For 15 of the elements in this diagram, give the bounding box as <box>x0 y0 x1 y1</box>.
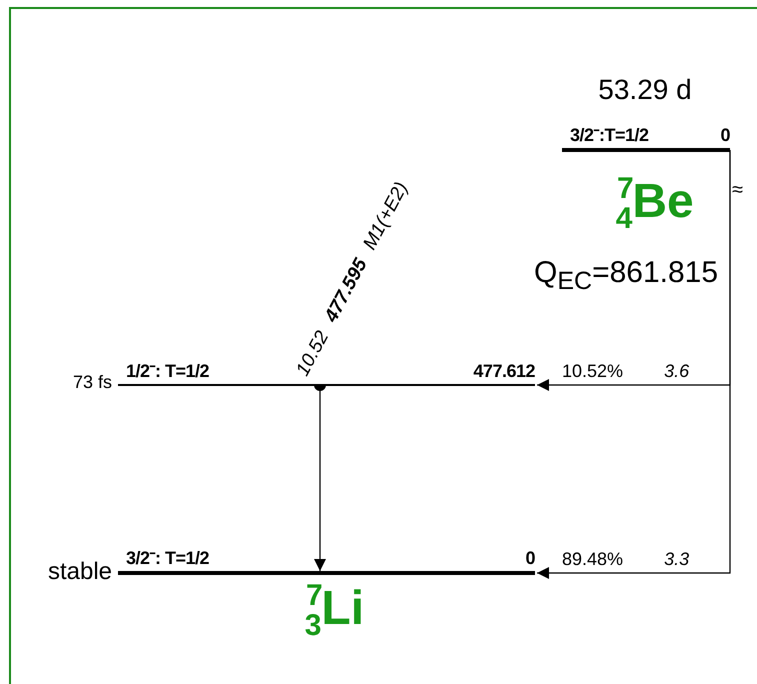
gamma-transition-arrow <box>314 385 326 571</box>
axis-break-mark: ≈ <box>732 180 743 200</box>
q-value-label: Q$_{EC}$=861.815 <box>534 258 718 294</box>
spin-parity-label: 3/2⁻: T=1/2 <box>126 549 210 567</box>
half-life: stable <box>48 560 112 584</box>
level-energy: 0 <box>720 126 730 144</box>
spin-parity-label: 3/2⁻:T=1/2 <box>570 126 649 144</box>
branching-label: 10.52% 3.6 <box>562 362 690 380</box>
half-life: 53.29 d <box>598 76 692 104</box>
half-life: 73 fs <box>72 373 112 391</box>
level-energy: 0 <box>525 549 535 567</box>
branching-label: 89.48% 3.3 <box>562 550 690 568</box>
decay-branch-arrow <box>537 150 731 579</box>
spin-parity-label: 1/2⁻: T=1/2 <box>126 362 210 380</box>
level-energy: 477.612 <box>473 362 535 380</box>
